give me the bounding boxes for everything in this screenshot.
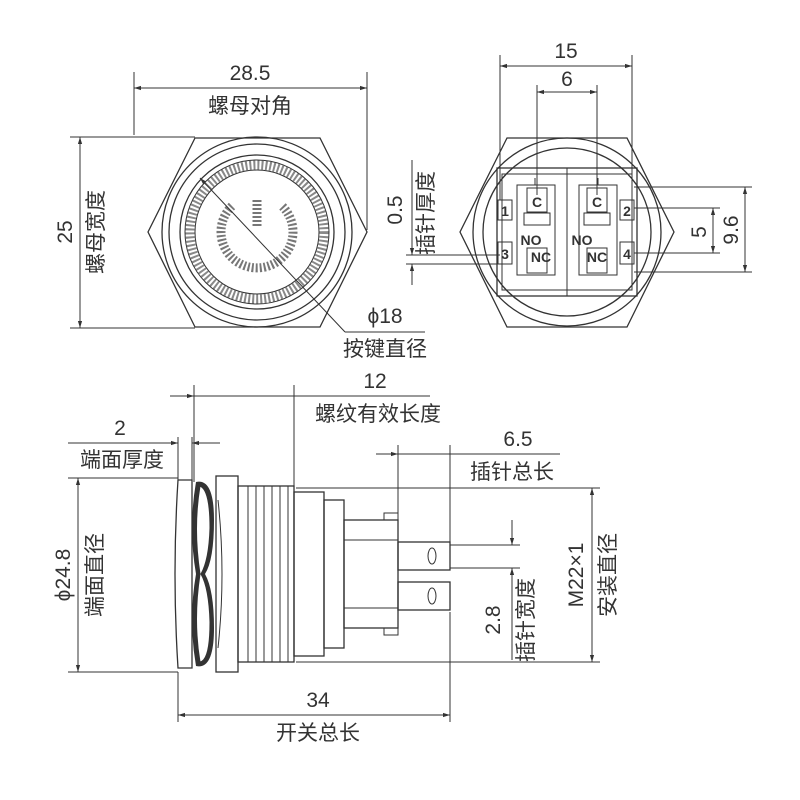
right-c-label: C — [592, 194, 602, 210]
pin-thickness-value: 0.5 — [384, 195, 407, 224]
rear-view: 1 2 3 4 C C NO NO NC NC 15 6 0.5 插针厚度 5 — [384, 40, 752, 328]
rear-collar — [323, 499, 345, 649]
left-nc-label: NC — [531, 249, 551, 265]
total-length-value: 34 — [306, 689, 330, 712]
thread-length-label: 螺纹有效长度 — [315, 403, 441, 426]
rear-hex-nut-outline — [459, 137, 675, 328]
led-ring — [185, 160, 329, 304]
thread-length-value: 12 — [363, 370, 386, 393]
pin-width-label: 插针宽度 — [515, 578, 538, 662]
button-diameter-leader — [199, 177, 346, 333]
width-6-value: 6 — [561, 68, 573, 91]
left-c-label: C — [532, 194, 542, 210]
led-ring-inner-edge — [194, 169, 320, 295]
pin-2-label: 2 — [623, 203, 631, 219]
rear-inner-circle — [482, 147, 652, 317]
thread-lines — [247, 486, 289, 662]
right-switch-body — [583, 212, 611, 226]
end-face — [174, 479, 193, 669]
pin-length-value: 6.5 — [503, 428, 532, 451]
nut-bearing-circle — [161, 136, 353, 328]
face-thickness-label: 端面厚度 — [80, 449, 164, 472]
side-view: 2 端面厚度 12 螺纹有效长度 6.5 插针总长 ϕ24.8 端面直径 2.8… — [52, 370, 620, 745]
nut-diagonal-label: 螺母对角 — [208, 95, 292, 118]
right-no-label: NO — [572, 232, 593, 248]
face-thickness-value: 2 — [114, 417, 126, 440]
nut-diagonal-value: 28.5 — [230, 62, 271, 85]
pin-4-label: 4 — [623, 246, 631, 262]
power-icon — [216, 200, 298, 273]
threaded-body — [237, 485, 295, 663]
side-nut — [215, 475, 239, 673]
gap-5-value: 5 — [688, 226, 711, 238]
front-view: 28.5 螺母对角 25 螺母宽度 ϕ18 按键直径 — [54, 62, 427, 361]
rear-outer-circle — [472, 137, 662, 327]
nut-width-label: 螺母宽度 — [85, 190, 108, 274]
mount-value: M22×1 — [565, 543, 588, 608]
pin-upper — [397, 541, 451, 571]
left-no-label: NO — [521, 232, 542, 248]
left-nc-terminal — [526, 247, 548, 274]
right-nc-label: NC — [587, 249, 607, 265]
left-switch-body — [523, 212, 551, 226]
total-length-label: 开关总长 — [276, 722, 360, 745]
pin-width-value: 2.8 — [482, 605, 505, 634]
pin-length-label: 插针总长 — [470, 461, 554, 484]
pin-1-box — [497, 199, 513, 221]
pin-3-label: 3 — [501, 246, 509, 262]
bezel-outer-circle — [168, 143, 346, 321]
pin-lower — [397, 581, 451, 611]
left-contact-unit — [516, 184, 556, 276]
button-diameter-value: ϕ18 — [367, 305, 402, 328]
pin-2-box — [619, 199, 635, 221]
height-9-6-value: 9.6 — [720, 215, 743, 244]
right-nc-terminal — [586, 247, 608, 274]
o-ring-inner — [196, 485, 211, 663]
led-ring-outer-edge — [184, 159, 330, 305]
pin-3-box — [497, 241, 513, 265]
contact-block-side — [343, 519, 399, 629]
nut-width-value: 25 — [54, 220, 77, 243]
hex-nut-outline — [147, 137, 368, 328]
pin-thickness-label: 插针厚度 — [415, 171, 438, 255]
width-15-value: 15 — [554, 40, 577, 63]
pin-1-label: 1 — [501, 203, 509, 219]
face-diameter-label: 端面直径 — [84, 533, 107, 617]
face-diameter-value: ϕ24.8 — [52, 549, 75, 602]
rear-housing — [293, 491, 325, 657]
button-diameter-label: 按键直径 — [343, 338, 427, 361]
mount-label: 安装直径 — [597, 533, 620, 617]
bezel-inner-circle — [179, 154, 335, 310]
